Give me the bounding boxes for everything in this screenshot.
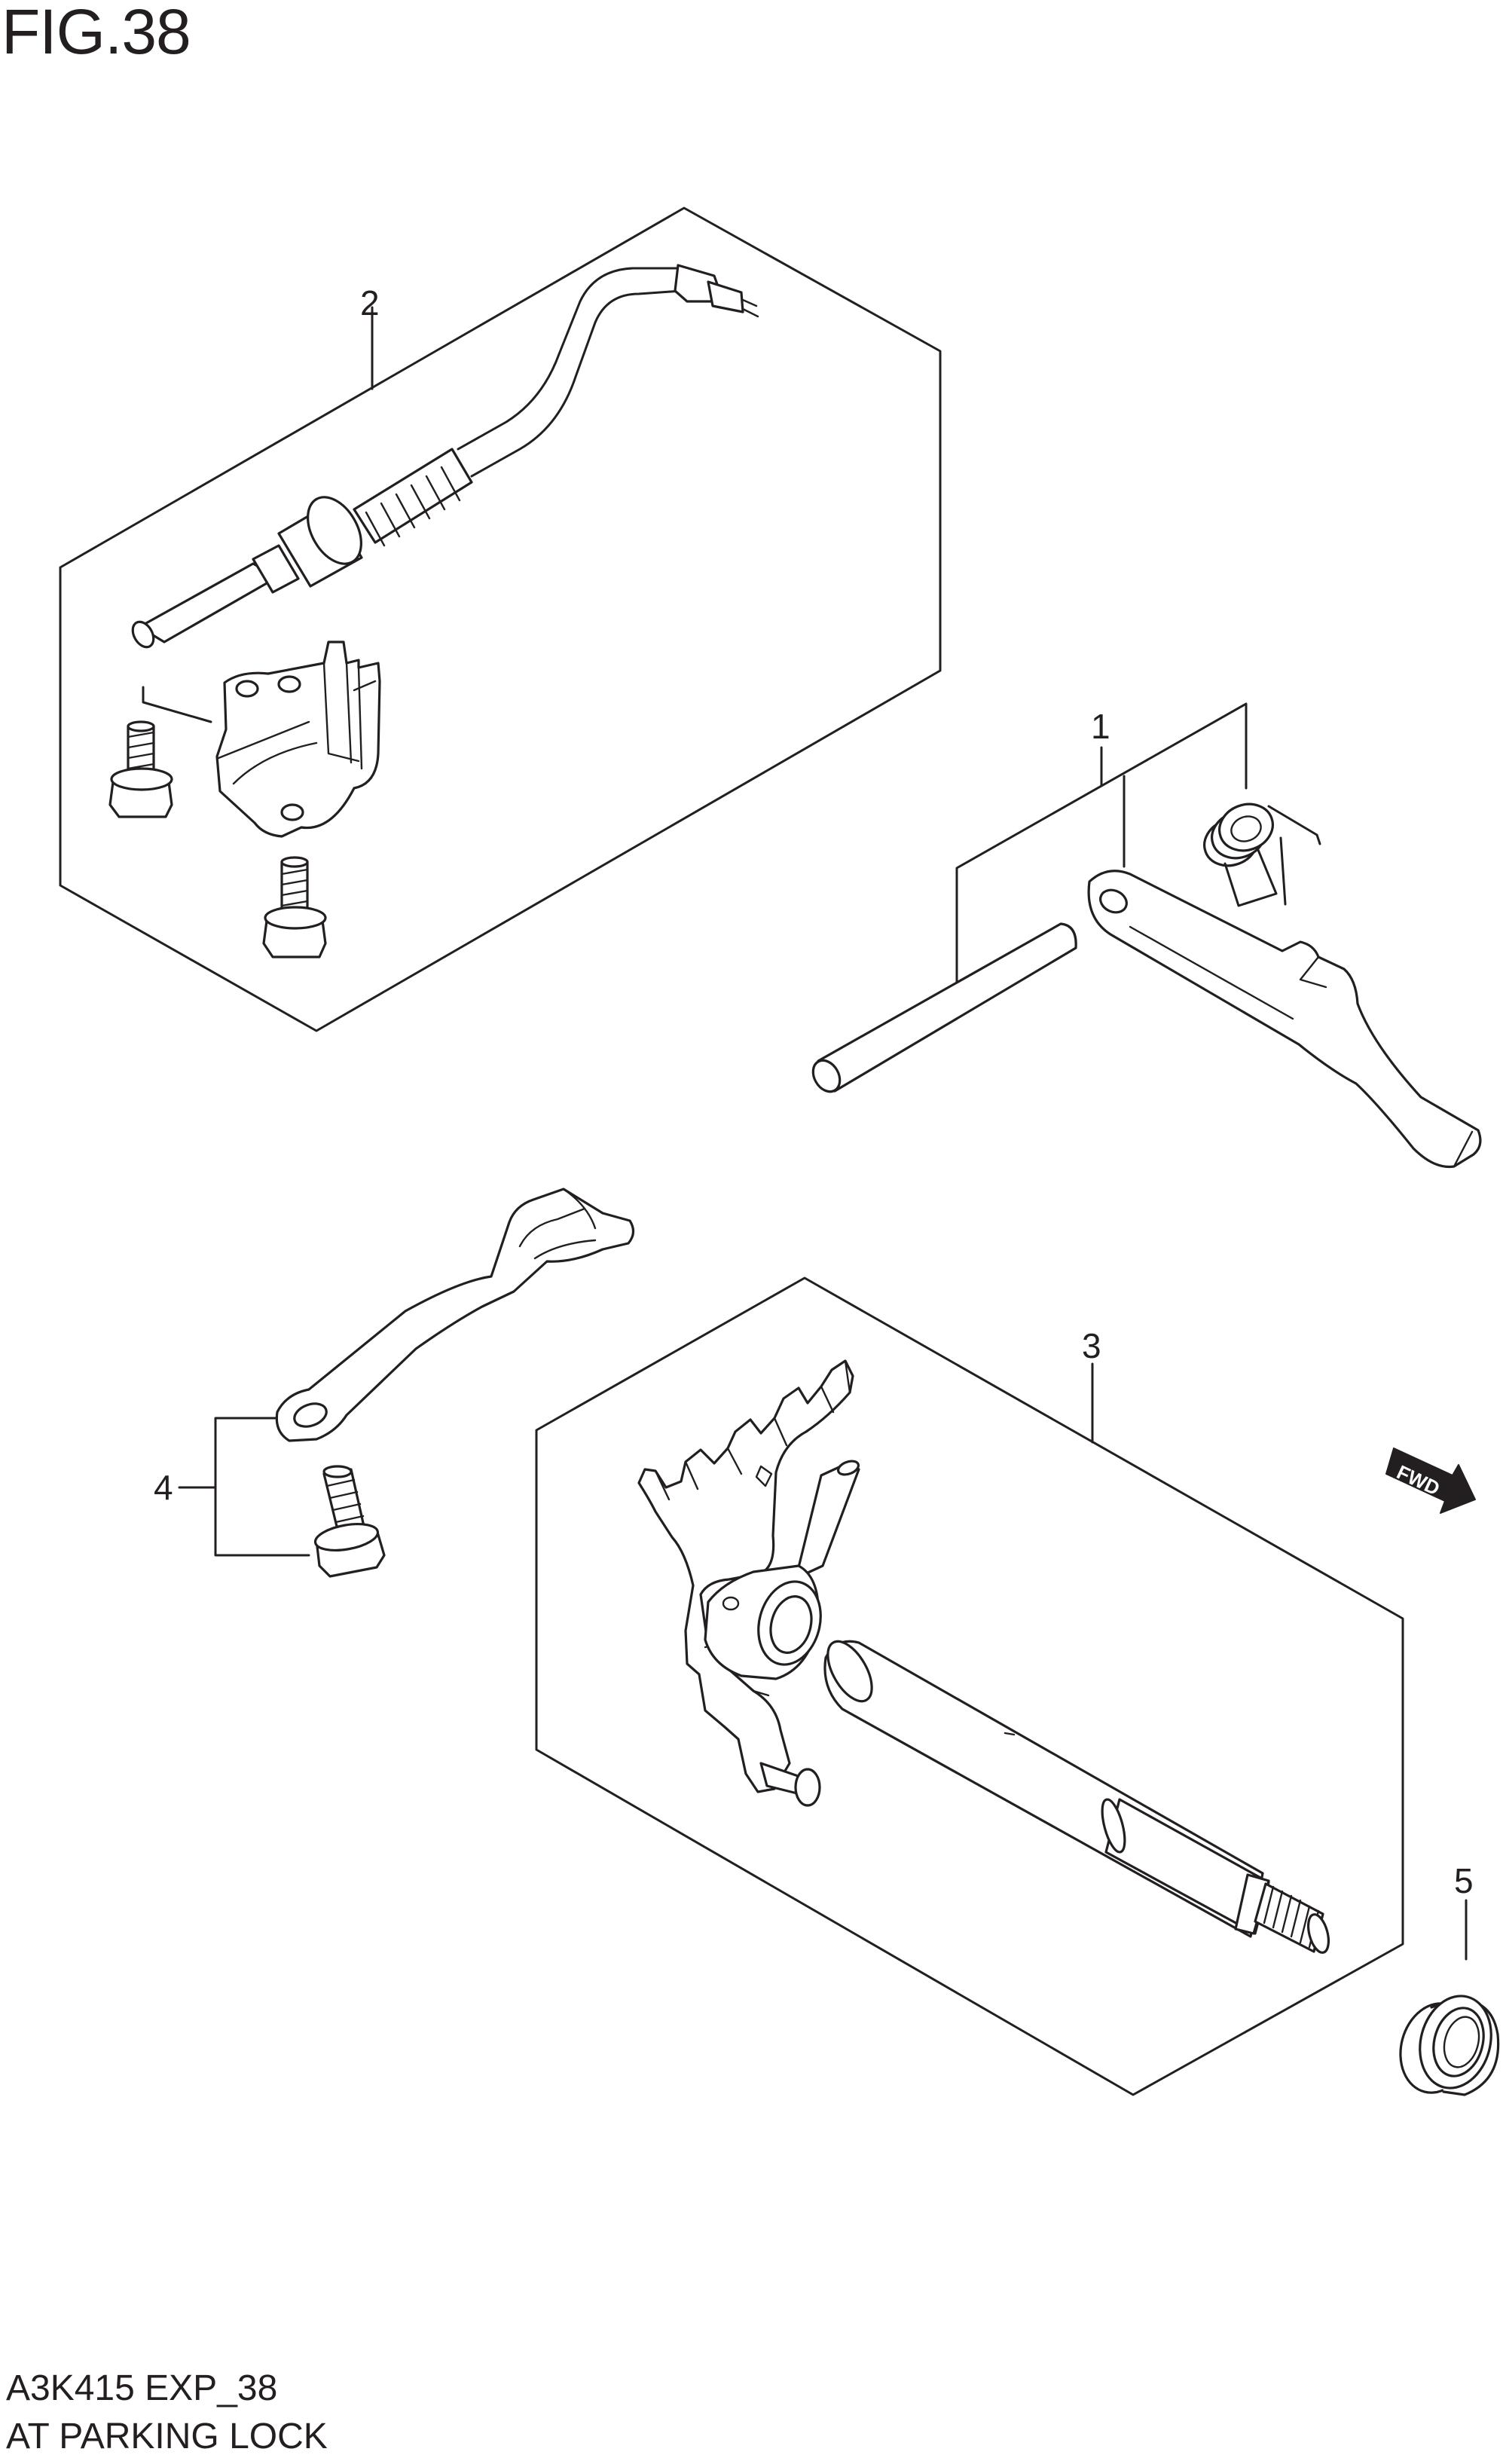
return-spring	[1203, 802, 1321, 907]
part-3-box	[535, 1276, 1404, 2096]
parking-lever	[1087, 870, 1482, 1169]
lever-pin	[811, 922, 1077, 1093]
rod-bolt	[313, 1465, 386, 1578]
part-4-group: 4	[154, 1188, 635, 1578]
callout-1: 1	[1091, 707, 1110, 746]
figure-title: FIG.38	[2, 0, 191, 67]
fwd-direction-arrow: FWD	[1385, 1448, 1476, 1514]
callout-3: 3	[1082, 1326, 1101, 1365]
cable-bracket	[215, 640, 381, 838]
callout-4: 4	[154, 1468, 173, 1507]
callout-2: 2	[360, 283, 380, 323]
shaft-collar	[704, 1564, 822, 1680]
part-5-group: 5	[1399, 1861, 1500, 2096]
part-2-group: 2	[59, 206, 942, 1032]
detent-plate	[637, 1359, 854, 1793]
roller-pin	[797, 1460, 860, 1576]
shift-cable	[131, 264, 759, 649]
bracket-bolt-lower	[262, 856, 327, 958]
bracket-leader	[142, 686, 212, 723]
part-2-box	[59, 206, 942, 1032]
sector-pin	[759, 1762, 821, 1807]
oil-seal	[1399, 1995, 1500, 2096]
bracket-bolt-left	[108, 720, 173, 818]
section-name: AT PARKING LOCK	[6, 2417, 328, 2456]
select-shaft	[823, 1640, 1330, 1954]
callout-5: 5	[1454, 1861, 1474, 1900]
part-1-group: 1	[811, 702, 1482, 1169]
model-code: A3K415 EXP_38	[6, 2368, 278, 2408]
parking-rod	[275, 1188, 635, 1442]
part-3-group: 3	[535, 1276, 1404, 2096]
